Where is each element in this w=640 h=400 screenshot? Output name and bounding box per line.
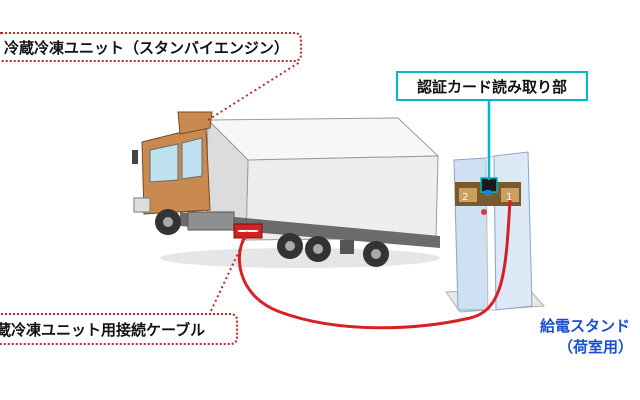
socket-1	[501, 188, 519, 202]
front-wheel-hub	[163, 217, 173, 227]
connection-cable-label: 蔵冷凍ユニット用接続ケーブル	[0, 320, 206, 339]
cab-side-window	[181, 137, 203, 180]
power-stand	[445, 151, 546, 313]
cargo-box-roof	[206, 117, 440, 161]
card-reader-label: 認証カード読み取り部	[416, 77, 567, 96]
front-bumper	[133, 197, 151, 213]
socket-2-label: 2	[462, 192, 468, 203]
cab-roof-spoiler	[177, 111, 213, 135]
rear-wheel-2-hub	[313, 244, 323, 254]
rear-wheel-1-hub	[285, 241, 295, 251]
connection-cable-callout: 蔵冷凍ユニット用接続ケーブル	[0, 313, 238, 345]
truck	[132, 111, 440, 267]
stand-logo-icon	[481, 209, 487, 215]
socket-1-label: 1	[506, 192, 512, 203]
rear-wheel-3-hub	[371, 249, 381, 259]
cab-window	[149, 143, 179, 183]
chassis	[180, 212, 440, 248]
power-stand-label-line1: 給電スタンド	[540, 317, 631, 335]
mirror	[132, 150, 138, 164]
refrigeration-unit-label: 冷蔵冷凍ユニット（スタンバイエンジン）	[4, 38, 289, 57]
power-stand-label-line2: （荷室用）	[558, 338, 634, 356]
power-stand-label: 給電スタンド （荷室用）	[540, 316, 640, 358]
card-reader-light	[485, 190, 491, 196]
leader-unit	[207, 61, 301, 121]
socket-2	[459, 188, 477, 202]
refrigeration-unit-callout: 冷蔵冷凍ユニット（スタンバイエンジン）	[0, 32, 302, 62]
fuel-tank	[187, 211, 235, 231]
rear-socket	[340, 240, 354, 254]
card-reader-slot	[480, 177, 498, 193]
connection-cable	[237, 199, 512, 330]
card-reader-callout: 認証カード読み取り部	[396, 71, 588, 101]
